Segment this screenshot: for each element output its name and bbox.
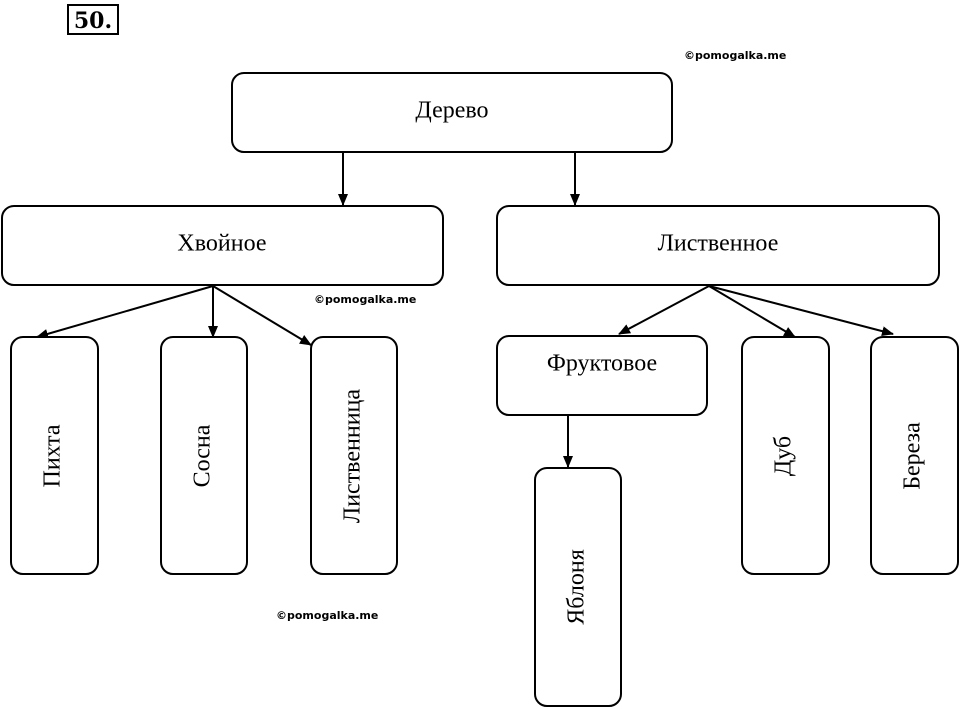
watermark-top: ©pomogalka.me <box>684 49 786 62</box>
node-fir: Пихта <box>10 336 99 575</box>
node-pine-label: Сосна <box>190 424 216 487</box>
node-deciduous-label: Лиственное <box>658 231 779 257</box>
node-oak-label: Дуб <box>771 436 797 476</box>
problem-number-frame <box>67 4 119 35</box>
node-pine-box <box>160 336 248 575</box>
watermark-middle: ©pomogalka.me <box>314 293 416 306</box>
node-apple: Яблоня <box>534 467 622 707</box>
node-larch: Лиственница <box>310 336 398 575</box>
node-root-box <box>231 72 673 153</box>
problem-number: 50. <box>67 4 119 35</box>
node-fruit-box <box>496 335 708 416</box>
node-root-label: Дерево <box>415 98 488 124</box>
node-fir-box <box>10 336 99 575</box>
watermark-bottom: ©pomogalka.me <box>276 609 378 622</box>
edge-coniferous-larch <box>212 285 312 346</box>
problem-number-text: 50. <box>74 8 112 34</box>
node-coniferous: Хвойное <box>1 205 444 286</box>
edge-coniferous-fir <box>36 285 214 339</box>
edge-deciduous-oak <box>708 285 796 338</box>
node-root: Дерево <box>231 72 673 153</box>
node-oak-box <box>741 336 830 575</box>
node-fruit-label: Фруктовое <box>547 351 657 377</box>
node-apple-label: Яблоня <box>564 549 590 624</box>
node-coniferous-label: Хвойное <box>177 231 266 257</box>
edge-deciduous-fruit <box>618 285 710 335</box>
edge-deciduous-birch <box>708 285 894 337</box>
node-fruit: Фруктовое <box>496 335 708 416</box>
node-deciduous: Лиственное <box>496 205 940 286</box>
node-larch-box <box>310 336 398 575</box>
node-pine: Сосна <box>160 336 248 575</box>
node-apple-box <box>534 467 622 707</box>
edges <box>36 152 894 468</box>
node-birch-label: Береза <box>900 422 926 490</box>
node-birch: Береза <box>870 336 959 575</box>
node-birch-box <box>870 336 959 575</box>
node-oak: Дуб <box>741 336 830 575</box>
node-fir-label: Пихта <box>40 424 66 487</box>
node-coniferous-box <box>1 205 444 286</box>
node-larch-label: Лиственница <box>340 389 366 523</box>
node-deciduous-box <box>496 205 940 286</box>
